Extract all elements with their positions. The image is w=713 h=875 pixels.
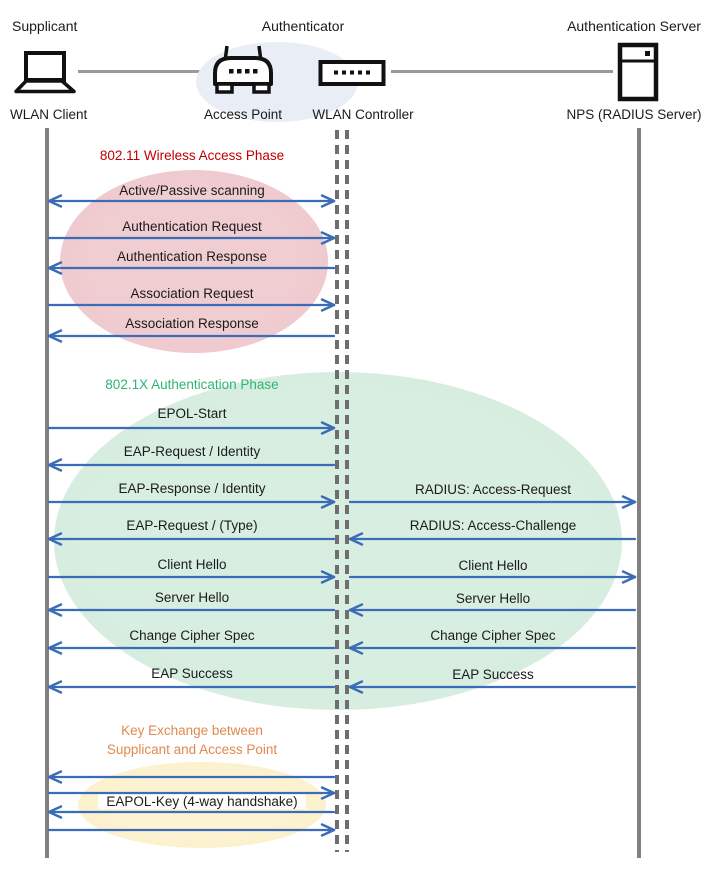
connector-line <box>391 70 613 73</box>
message-label-text: Server Hello <box>154 590 230 605</box>
message-label: RADIUS: Access-Request <box>333 481 653 498</box>
message-label-text: EAPOL-Key (4-way handshake) <box>98 794 306 809</box>
message-label-text: Authentication Request <box>122 219 262 234</box>
access-point-icon <box>213 45 273 94</box>
message-label: Change Cipher Spec <box>333 627 653 644</box>
device-label-nps-radius-server: NPS (RADIUS Server) <box>566 107 702 122</box>
phase-title-key-exchange-line1: Key Exchange between <box>121 723 263 738</box>
message-label-text: RADIUS: Access-Request <box>414 482 572 497</box>
message-label-text: Authentication Response <box>116 249 268 264</box>
message-label: Client Hello <box>32 556 352 573</box>
role-label-supplicant: Supplicant <box>12 18 78 34</box>
message-label-text: EAP-Response / Identity <box>118 481 266 496</box>
message-label: EAPOL-Key (4-way handshake) <box>42 793 362 810</box>
server-icon <box>617 42 659 102</box>
role-label-authenticator: Authenticator <box>261 18 345 34</box>
role-label-authentication-server: Authentication Server <box>567 18 701 34</box>
message-label: RADIUS: Access-Challenge <box>333 517 653 534</box>
device-label-wlan-client: WLAN Client <box>10 107 88 122</box>
message-label: Change Cipher Spec <box>32 627 352 644</box>
message-label: Client Hello <box>333 557 653 574</box>
lifeline-wlan-client <box>45 128 49 858</box>
message-label-text: RADIUS: Access-Challenge <box>409 518 577 533</box>
message-label-text: Server Hello <box>455 591 531 606</box>
message-label: EPOL-Start <box>32 405 352 422</box>
message-label-text: Change Cipher Spec <box>430 628 556 643</box>
message-label-text: Client Hello <box>157 557 227 572</box>
wlan-controller-icon <box>318 60 386 86</box>
message-label-text: EAP Success <box>151 666 233 681</box>
message-label: EAP Success <box>333 666 653 683</box>
message-label-text: EAP-Request / (Type) <box>126 518 258 533</box>
message-label-text: EAP-Request / Identity <box>123 444 261 459</box>
phase-title-key-exchange-line2: Supplicant and Access Point <box>106 742 278 757</box>
message-label-text: Association Response <box>125 316 259 331</box>
message-label: EAP-Request / Identity <box>32 443 352 460</box>
phase-title-key-exchange: Key Exchange between Supplicant and Acce… <box>46 721 338 759</box>
phase-title-dot1x-authentication: 802.1X Authentication Phase <box>105 377 279 392</box>
message-label: Authentication Response <box>32 248 352 265</box>
message-label: EAP-Response / Identity <box>32 480 352 497</box>
laptop-icon <box>14 51 76 94</box>
message-label-text: Active/Passive scanning <box>119 183 265 198</box>
message-label: Authentication Request <box>32 218 352 235</box>
message-label: Server Hello <box>333 590 653 607</box>
message-label: EAP Success <box>32 665 352 682</box>
message-label-text: Client Hello <box>458 558 528 573</box>
message-label: Association Request <box>32 285 352 302</box>
message-label: Association Response <box>32 315 352 332</box>
device-label-wlan-controller: WLAN Controller <box>312 107 414 122</box>
connector-line <box>78 70 207 73</box>
phase-title-wireless-access: 802.11 Wireless Access Phase <box>99 148 285 163</box>
message-label: EAP-Request / (Type) <box>32 517 352 534</box>
lifeline-nps-server <box>637 128 641 858</box>
message-label-text: Change Cipher Spec <box>129 628 255 643</box>
message-label-text: Association Request <box>130 286 254 301</box>
device-label-access-point: Access Point <box>203 107 283 122</box>
message-label-text: EAP Success <box>452 667 534 682</box>
message-label: Active/Passive scanning <box>32 182 352 199</box>
message-label-text: EPOL-Start <box>157 406 227 421</box>
lifeline-wlan-controller-left <box>335 130 339 852</box>
message-label: Server Hello <box>32 589 352 606</box>
lifeline-wlan-controller-right <box>345 130 349 852</box>
